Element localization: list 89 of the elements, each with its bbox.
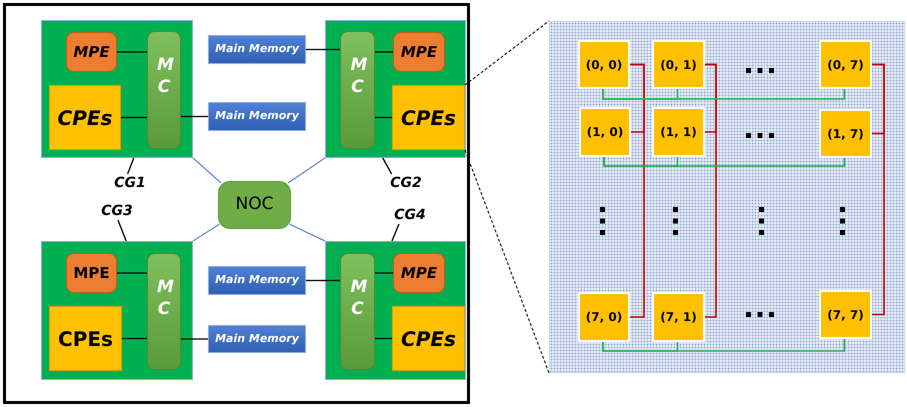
cpe-cell-box — [652, 292, 705, 342]
cpe-cell-box — [819, 109, 872, 158]
node-label: M C — [157, 54, 171, 98]
main-memory-box — [208, 266, 306, 295]
node-label: CPEs — [58, 104, 112, 132]
connector-line — [181, 116, 208, 118]
connector-line — [602, 89, 846, 100]
connector-line — [117, 51, 147, 53]
connector-line — [192, 224, 220, 242]
memory-controller-bar — [147, 253, 181, 370]
node-label: (0, 1) — [660, 56, 697, 74]
group-label: CG1 — [106, 174, 154, 192]
connector-line — [289, 224, 326, 242]
cpe-cell-box — [652, 107, 705, 157]
cpe-block — [392, 85, 465, 150]
core-group-box — [325, 20, 466, 158]
leader-line — [117, 220, 127, 242]
main-memory-box — [208, 35, 306, 64]
core-group-box — [325, 241, 466, 380]
node-label: CPEs — [58, 326, 113, 352]
connector-line — [288, 158, 326, 184]
node-label: (1, 0) — [586, 124, 624, 141]
node-label: MPE — [400, 262, 438, 284]
cpe-block — [392, 306, 465, 371]
connector-line — [117, 272, 147, 274]
connector-line — [705, 64, 717, 318]
connector-line — [121, 116, 147, 118]
connector-line — [306, 48, 340, 50]
leader-line — [127, 158, 134, 174]
node-label: Main Memory — [215, 272, 299, 288]
core-group-box — [41, 241, 193, 380]
node-label: M C — [157, 276, 171, 320]
leader-line — [391, 224, 400, 242]
node-label: CPEs — [401, 104, 456, 132]
cpe-array-panel — [549, 21, 905, 373]
cpe-cell-box — [819, 40, 872, 89]
cpe-cell-box — [579, 107, 631, 157]
cpe-cell-box — [578, 292, 630, 342]
leader-line — [382, 158, 392, 174]
node-label: Main Memory — [215, 330, 299, 347]
mpe-box — [66, 32, 117, 72]
cpe-block — [49, 85, 121, 150]
node-label: (7, 7) — [827, 306, 864, 324]
mpe-box — [393, 32, 445, 72]
cpe-cell-box — [652, 40, 705, 89]
cpe-cell-box — [819, 290, 872, 339]
group-label: CG3 — [93, 202, 141, 220]
connector-line — [630, 64, 645, 318]
connector-line — [192, 158, 222, 184]
node-label: M C — [350, 54, 364, 98]
node-label: NOC — [236, 193, 274, 216]
group-label: CG4 — [386, 206, 434, 224]
main-memory-box — [208, 102, 306, 131]
group-label: CG2 — [382, 174, 430, 192]
mpe-box — [66, 253, 117, 293]
connector-line — [306, 280, 340, 282]
node-label: (0, 7) — [827, 56, 864, 74]
connector-line — [603, 157, 846, 167]
memory-controller-bar — [147, 31, 181, 149]
node-label: MPE — [73, 262, 110, 284]
cpe-block — [49, 306, 122, 371]
memory-controller-bar — [340, 253, 375, 370]
connector-line — [375, 338, 392, 340]
zoom-line — [464, 20, 550, 86]
connector-line — [602, 339, 846, 352]
node-label: MPE — [400, 42, 438, 63]
mpe-box — [393, 253, 445, 293]
node-label: Main Memory — [215, 41, 299, 58]
node-label: (0, 0) — [586, 56, 622, 74]
node-label: MPE — [73, 42, 110, 63]
main-memory-box — [208, 325, 306, 353]
cpe-cell-box — [578, 40, 630, 89]
node-label: (7, 0) — [586, 309, 622, 326]
node-label: Main Memory — [215, 108, 299, 124]
node-label: (7, 1) — [660, 309, 697, 326]
connector-line — [122, 338, 147, 340]
connector-line — [375, 51, 393, 53]
node-label: M C — [350, 276, 364, 320]
connector-line — [872, 64, 885, 316]
memory-controller-bar — [340, 31, 375, 149]
connector-line — [375, 116, 392, 118]
node-label: (1, 7) — [827, 126, 864, 142]
zoom-line — [464, 150, 550, 374]
core-group-box — [41, 20, 193, 158]
connector-line — [375, 272, 393, 274]
connector-line — [181, 338, 208, 340]
noc-box — [218, 181, 291, 229]
node-label: (1, 1) — [660, 124, 697, 141]
node-label: CPEs — [401, 326, 456, 352]
